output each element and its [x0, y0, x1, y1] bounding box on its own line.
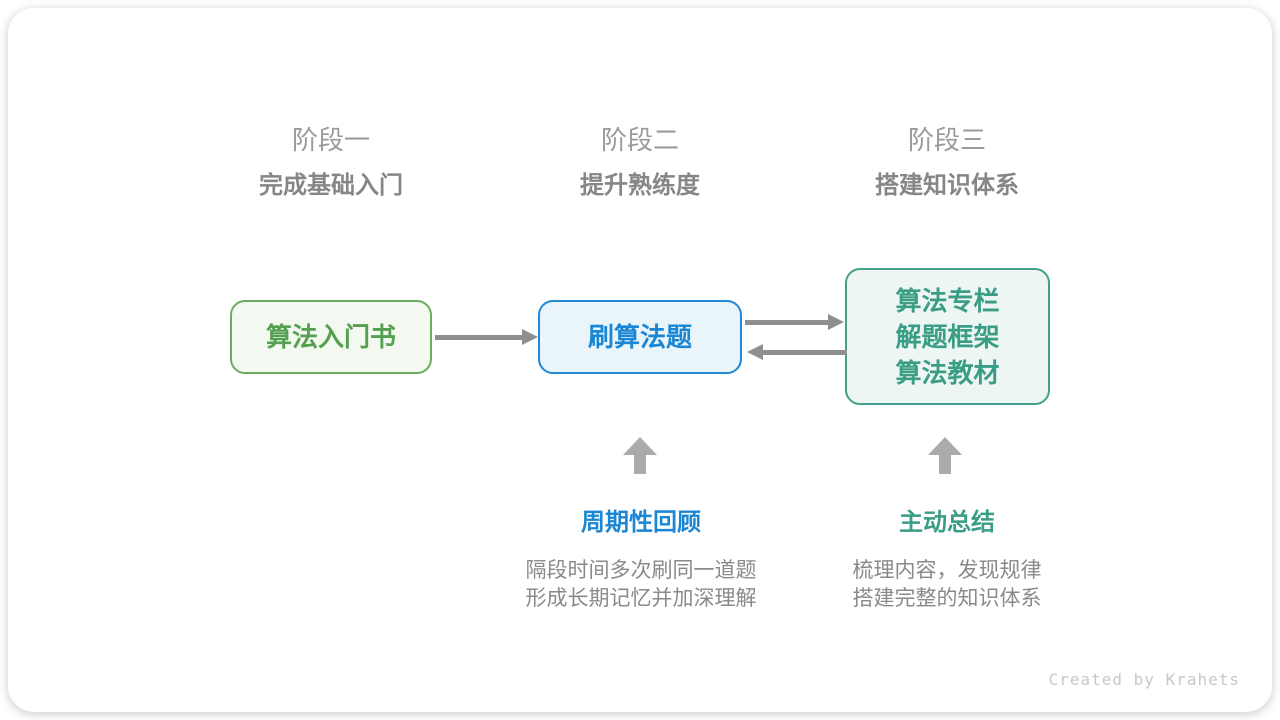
annotation-periodic-review-desc: 隔段时间多次刷同一道题 形成长期记忆并加深理解	[476, 557, 806, 613]
node-resources-line-3: 算法教材	[895, 357, 1000, 388]
annotation-desc-line: 搭建完整的知识体系	[852, 587, 1042, 610]
node-practice-label: 刷算法题	[587, 322, 692, 352]
right-arrow-icon	[435, 329, 538, 345]
stage-1-label: 阶段一	[291, 125, 370, 155]
stage-2-title: 提升熟练度	[580, 172, 700, 199]
stage-header-1: 阶段一 完成基础入门	[171, 124, 491, 201]
stage-2-label: 阶段二	[600, 125, 679, 155]
node-intro-book: 算法入门书	[230, 300, 432, 374]
up-arrow-icon	[928, 437, 962, 474]
annotation-periodic-review: 周期性回顾 隔段时间多次刷同一道题 形成长期记忆并加深理解	[476, 508, 806, 613]
up-arrow-icon	[623, 437, 657, 474]
stage-3-title: 搭建知识体系	[875, 172, 1019, 199]
annotation-active-summary: 主动总结 梳理内容，发现规律 搭建完整的知识体系	[782, 508, 1112, 613]
node-resources: 算法专栏 解题框架 算法教材	[845, 268, 1050, 405]
right-arrow-icon	[745, 314, 844, 330]
node-resources-line-1: 算法专栏	[895, 285, 1000, 316]
node-resources-line-2: 解题框架	[895, 321, 1000, 352]
node-practice: 刷算法题	[538, 300, 742, 374]
node-intro-book-label: 算法入门书	[265, 322, 396, 352]
stage-header-2: 阶段二 提升熟练度	[480, 124, 800, 201]
annotation-desc-line: 梳理内容，发现规律	[852, 559, 1042, 582]
stage-1-title: 完成基础入门	[259, 172, 403, 199]
left-arrow-icon	[747, 344, 847, 360]
annotation-periodic-review-title: 周期性回顾	[581, 509, 701, 536]
annotation-desc-line: 隔段时间多次刷同一道题	[525, 559, 757, 582]
annotation-desc-line: 形成长期记忆并加深理解	[525, 587, 757, 610]
annotation-active-summary-desc: 梳理内容，发现规律 搭建完整的知识体系	[782, 557, 1112, 613]
footer-credit: Created by Krahets	[1048, 670, 1240, 689]
stage-header-3: 阶段三 搭建知识体系	[787, 124, 1107, 201]
stage-3-label: 阶段三	[907, 125, 986, 155]
annotation-active-summary-title: 主动总结	[899, 509, 995, 536]
